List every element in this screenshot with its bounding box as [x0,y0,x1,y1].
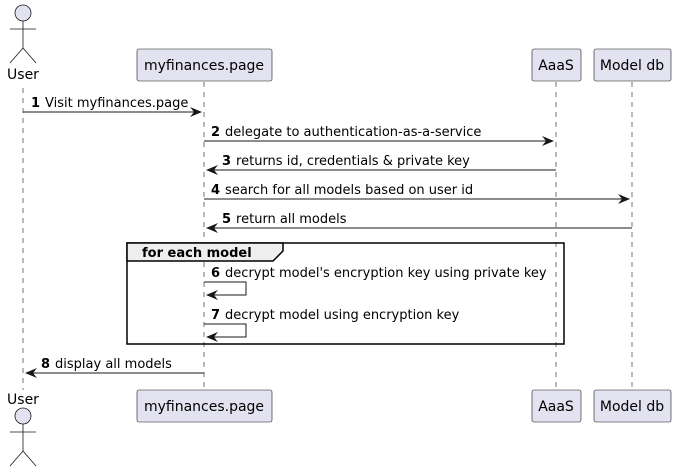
message-label: 3 returns id, credentials & private key [222,154,470,169]
participant-aaas-bottom: AaaS [531,389,582,423]
message-number: 6 [211,266,220,281]
participant-label-user: User [7,67,39,83]
group-frame [126,242,565,345]
actor-leg-left [9,47,24,64]
participant-label-aaas: AaaS [538,58,574,74]
message-label: 5 return all models [222,212,347,227]
loop-group: for each model [126,242,565,345]
participant-label-modeldb: Model db [600,58,664,74]
participant-box [136,389,273,423]
message-4: 4 search for all models based on user id [204,183,630,204]
message-number: 5 [222,212,231,227]
actor-leg-right [22,450,37,467]
actor-head [14,4,32,22]
message-number: 2 [211,125,220,140]
message-3: 3 returns id, credentials & private key [206,154,556,175]
participant-app-top: myfinances.page [136,48,273,82]
participant-box [593,389,672,423]
actor-leg-right [22,47,37,64]
message-1: 1 Visit myfinances.page [23,96,202,117]
message-text: returns id, credentials & private key [236,154,470,169]
message-arrow [204,281,247,300]
message-2: 2 delegate to authentication-as-a-service [204,125,554,146]
message-6: 6 decrypt model's encryption key using pr… [204,266,547,300]
participant-label-user: User [7,392,39,408]
message-text: return all models [236,212,347,227]
participant-modeldb-bottom: Model db [593,389,672,423]
participant-aaas-top: AaaS [531,48,582,82]
message-number: 4 [211,183,220,198]
participant-label-app: myfinances.page [144,58,264,74]
participant-label-app: myfinances.page [144,399,264,415]
actor-head [14,407,32,425]
actor-leg-left [9,450,24,467]
message-number: 8 [41,357,50,372]
message-text: display all models [55,357,172,372]
message-arrow [204,323,247,342]
message-label: 1 Visit myfinances.page [31,96,188,111]
actor-user-top: User [7,4,39,83]
actor-user-bottom: User [7,392,39,467]
message-label: 7 decrypt model using encryption key [211,308,460,323]
participant-label-modeldb: Model db [600,399,664,415]
message-label: 8 display all models [41,357,172,372]
message-label: 4 search for all models based on user id [211,183,473,198]
participant-box [136,48,273,82]
message-number: 1 [31,96,40,111]
participant-modeldb-top: Model db [593,48,672,82]
message-text: decrypt model's encryption key using pri… [225,266,547,281]
message-5: 5 return all models [206,212,632,233]
message-8: 8 display all models [25,357,204,378]
participant-box [531,389,582,423]
message-text: delegate to authentication-as-a-service [225,125,481,140]
message-label: 2 delegate to authentication-as-a-service [211,125,481,140]
participant-box [593,48,672,82]
participant-app-bottom: myfinances.page [136,389,273,423]
message-text: search for all models based on user id [225,183,473,198]
group-label: for each model [142,246,252,261]
message-text: decrypt model using encryption key [225,308,460,323]
participant-label-aaas: AaaS [538,399,574,415]
message-7: 7 decrypt model using encryption key [204,308,460,342]
participant-box [531,48,582,82]
message-label: 6 decrypt model's encryption key using pr… [211,266,547,281]
message-number: 7 [211,308,220,323]
message-text: Visit myfinances.page [45,96,188,111]
message-number: 3 [222,154,231,169]
group-label-tab [126,242,284,262]
